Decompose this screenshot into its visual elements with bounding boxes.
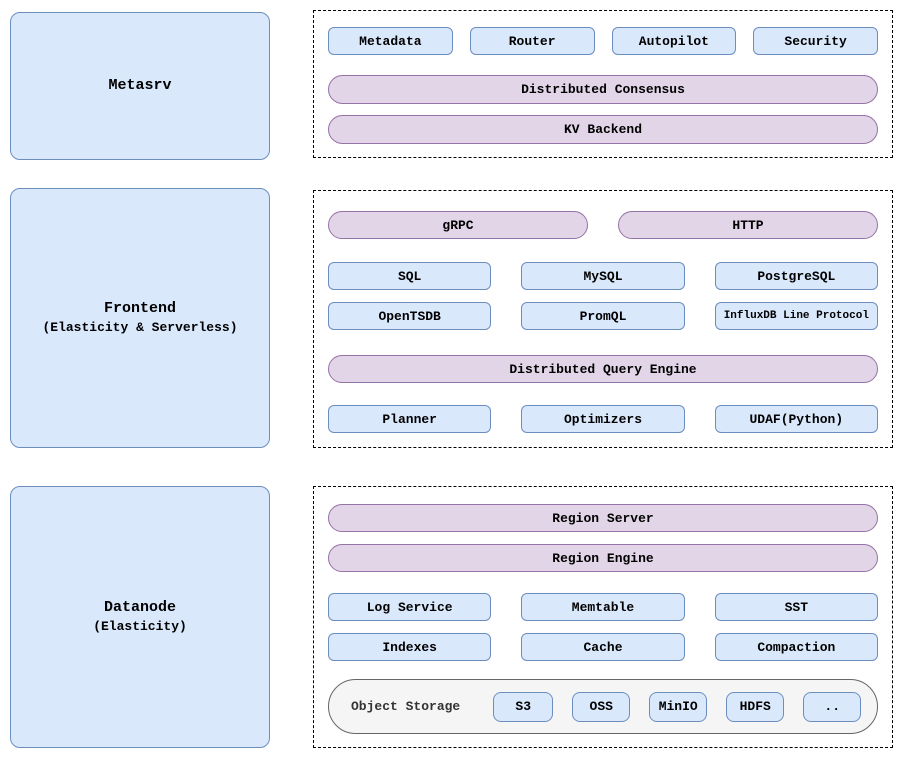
planner-chip: Planner [328,405,492,433]
cache-chip: Cache [521,633,685,661]
metasrv-panel: Metadata Router Autopilot Security Distr… [313,10,893,158]
other-backends-chip: .. [803,691,862,722]
distributed-query-engine-pill: Distributed Query Engine [328,355,878,383]
optimizers-chip: Optimizers [521,405,685,433]
metasrv-modules-row: Metadata Router Autopilot Security [328,27,878,55]
http-pill: HTTP [618,211,878,239]
datanode-panel: Region Server Region Engine Log Service … [313,486,893,748]
udaf-python-chip: UDAF(Python) [714,405,878,433]
datanode-node-title: Datanode [103,599,176,617]
grpc-pill: gRPC [328,211,588,239]
autopilot-chip: Autopilot [611,27,737,55]
kv-backend-pill: KV Backend [328,115,878,144]
protocol-pills-row: gRPC HTTP [328,211,878,239]
datanode-node: Datanode (Elasticity) [10,486,270,748]
opentsdb-chip: OpenTSDB [328,302,492,330]
object-storage-label: Object Storage [351,699,461,714]
distributed-consensus-pill: Distributed Consensus [328,75,878,104]
datanode-node-subtitle: (Elasticity) [93,619,187,635]
oss-chip: OSS [572,691,631,722]
sql-chip: SQL [328,262,492,290]
region-server-pill: Region Server [328,504,878,532]
engine-modules-row: Planner Optimizers UDAF(Python) [328,405,878,433]
sst-chip: SST [714,593,878,621]
hdfs-chip: HDFS [726,691,785,722]
frontend-node: Frontend (Elasticity & Serverless) [10,188,270,448]
s3-chip: S3 [493,691,554,722]
security-chip: Security [753,27,878,55]
query-languages-row-2: OpenTSDB PromQL InfluxDB Line Protocol [328,302,878,330]
influxdb-line-protocol-chip: InfluxDB Line Protocol [714,302,878,330]
minio-chip: MinIO [649,691,708,722]
log-service-chip: Log Service [328,593,492,621]
promql-chip: PromQL [521,302,685,330]
postgresql-chip: PostgreSQL [714,262,878,290]
metadata-chip: Metadata [328,27,453,55]
mysql-chip: MySQL [521,262,685,290]
object-storage-group: Object Storage S3 OSS MinIO HDFS .. [328,679,878,734]
compaction-chip: Compaction [714,633,878,661]
frontend-panel: gRPC HTTP SQL MySQL PostgreSQL OpenTSDB … [313,190,893,448]
metasrv-node-title: Metasrv [108,76,172,94]
query-languages-row-1: SQL MySQL PostgreSQL [328,262,878,290]
frontend-node-title: Frontend [103,300,176,318]
indexes-chip: Indexes [328,633,492,661]
storage-modules-row-2: Indexes Cache Compaction [328,633,878,661]
memtable-chip: Memtable [521,593,685,621]
metasrv-node: Metasrv [10,12,270,160]
region-engine-pill: Region Engine [328,544,878,572]
frontend-node-subtitle: (Elasticity & Serverless) [42,320,238,336]
router-chip: Router [469,27,595,55]
storage-modules-row-1: Log Service Memtable SST [328,593,878,621]
